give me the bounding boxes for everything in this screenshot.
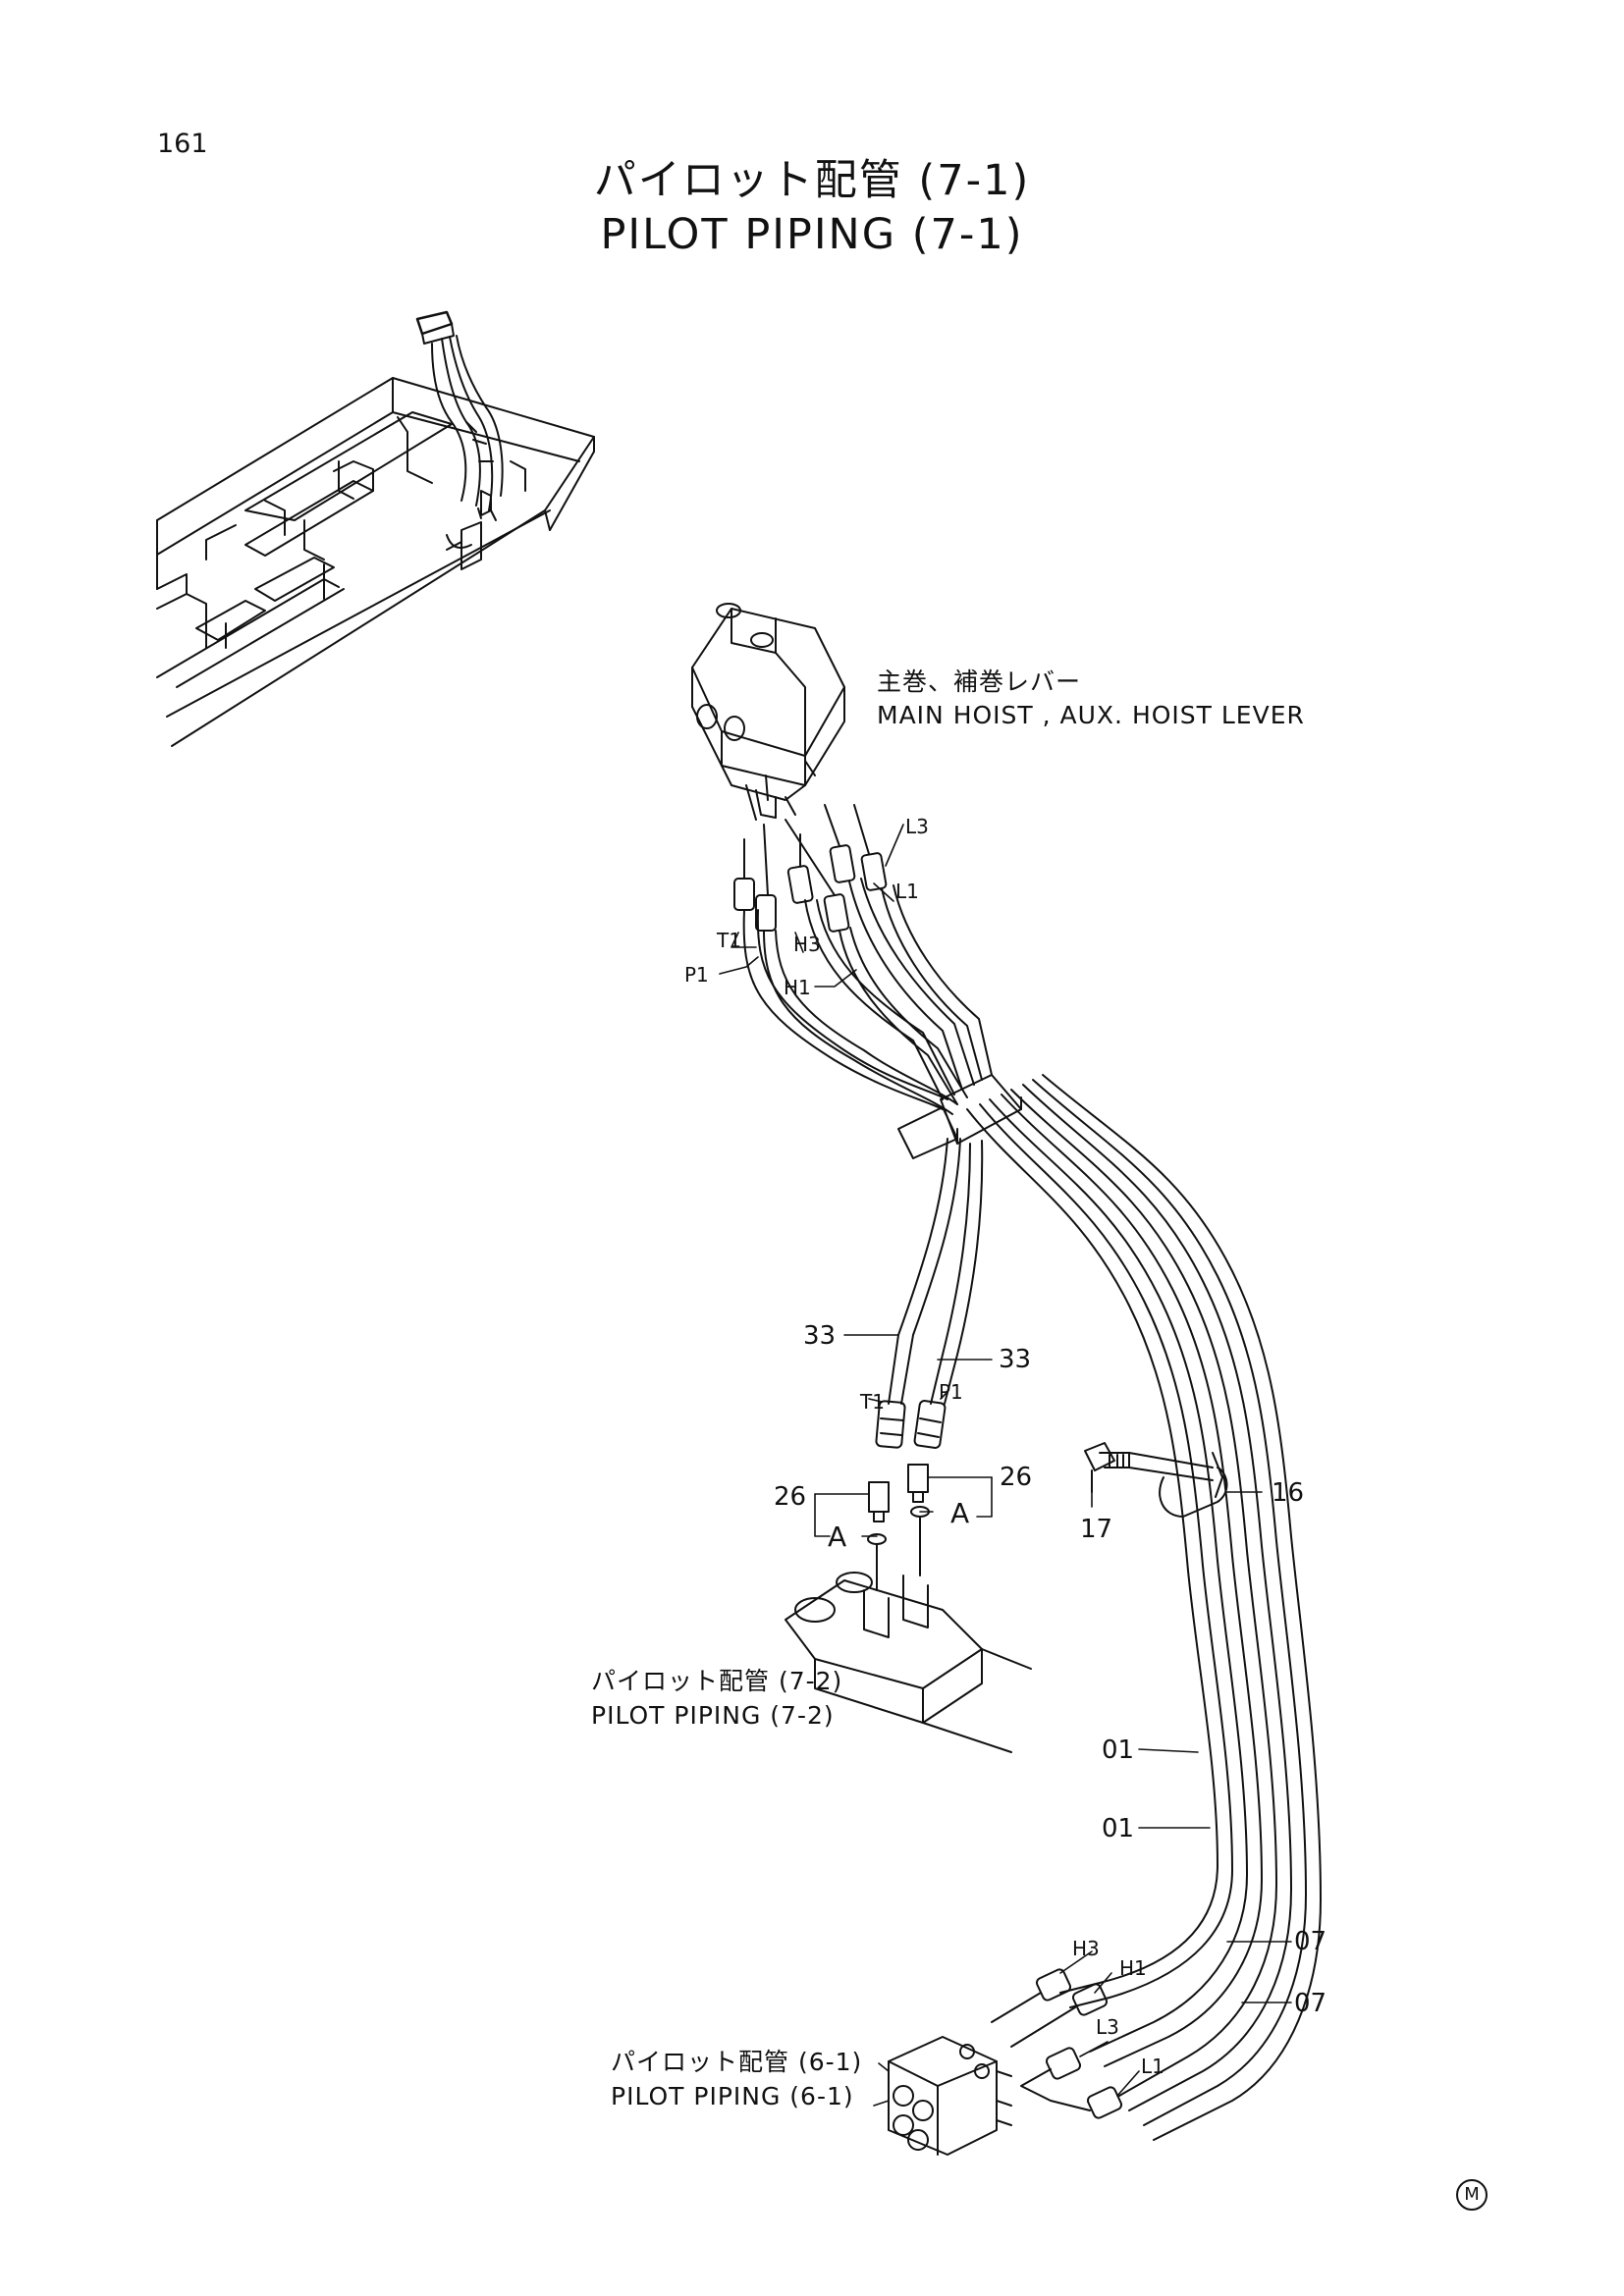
port-label-l3: L3 (905, 815, 929, 838)
hoses-01-07 (966, 1074, 1322, 2141)
page-title-japanese: パイロット配管 (7-1) (593, 156, 1031, 205)
section-mark-a-left: A (828, 1521, 847, 1553)
part-number-17: 17 (1080, 1515, 1113, 1544)
ref-pilot-piping-7-2: PILOT PIPING (7-2) (591, 1701, 835, 1730)
part-number-07-lower: 07 (1294, 1989, 1327, 2018)
part-number-07-upper: 07 (1294, 1927, 1327, 1956)
part-number-26-right: 26 (1000, 1463, 1033, 1492)
ref-pilot-piping-6-1-japanese: パイロット配管 (6-1) (611, 2048, 863, 2076)
ref-pilot-piping-7-2-japanese: パイロット配管 (7-2) (591, 1667, 843, 1695)
clamp-16-bolt-17 (1084, 1442, 1228, 1518)
valve-7-2 (785, 1572, 1032, 1753)
port-label-l1: L1 (895, 880, 919, 903)
part-number-33-left: 33 (803, 1321, 837, 1351)
part-number-16: 16 (1272, 1478, 1305, 1508)
part-number-33-right: 33 (999, 1345, 1032, 1374)
ref-pilot-piping-6-1: PILOT PIPING (6-1) (611, 2082, 854, 2110)
section-mark-a-right: A (950, 1497, 970, 1529)
port-label-t1-lower: T1 (860, 1390, 885, 1414)
page-number: 161 (157, 129, 208, 159)
upper-hoses (733, 804, 993, 1115)
part-number-01-lower: 01 (1102, 1814, 1135, 1843)
port-label-l1-lower: L1 (1141, 2055, 1164, 2078)
manifold-6-1 (888, 2036, 1012, 2156)
port-label-l3-lower: L3 (1096, 2015, 1119, 2039)
port-label-h1-lower: H1 (1119, 1956, 1147, 1980)
port-label-p1: P1 (684, 963, 709, 987)
machine-frame-view (156, 310, 595, 747)
leader-lines (719, 824, 1292, 2107)
port-label-t1: T1 (717, 929, 741, 952)
maker-mark: M (1456, 2179, 1488, 2211)
port-label-h3-lower: H3 (1072, 1937, 1100, 1960)
page-title: PILOT PIPING (7-1) (600, 210, 1024, 259)
port-label-h1: H1 (784, 976, 811, 999)
hoses-33 (867, 1138, 984, 1591)
port-label-p1-lower: P1 (939, 1380, 963, 1404)
part-number-26-left: 26 (774, 1482, 807, 1512)
port-label-h3: H3 (793, 933, 821, 956)
lever-label: MAIN HOIST , AUX. HOIST LEVER (877, 701, 1305, 729)
lever-label-japanese: 主巻、補巻レバー (877, 667, 1082, 696)
main-aux-hoist-lever (691, 603, 845, 821)
part-number-01-upper: 01 (1102, 1735, 1135, 1765)
